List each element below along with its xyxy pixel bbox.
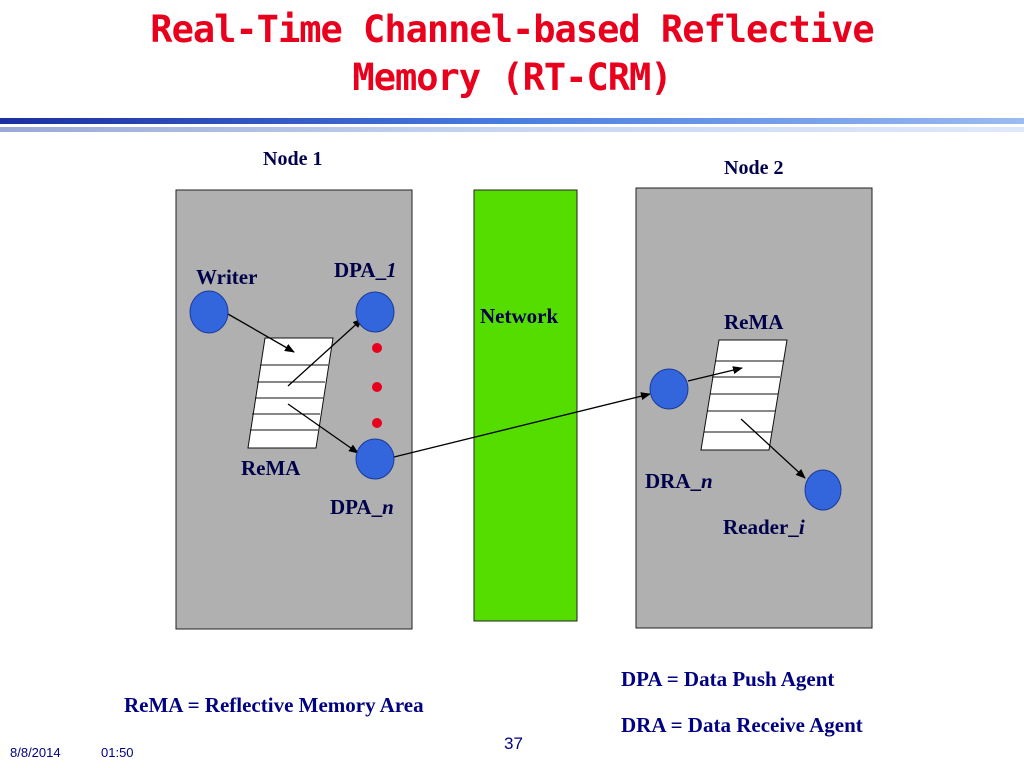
arrow-rema-to-reader xyxy=(740,418,806,479)
dran-circle xyxy=(649,368,689,410)
reader-label: Reader_i xyxy=(723,515,805,540)
dpan-circle xyxy=(355,438,395,480)
slide-title: Real-Time Channel-based Reflective Memor… xyxy=(0,6,1024,102)
arrow-writer-to-rema xyxy=(227,313,295,353)
node1-label: Node 1 xyxy=(263,148,323,170)
writer-circle xyxy=(189,290,229,334)
title-rule-bottom xyxy=(0,127,1024,132)
reader-circle xyxy=(804,469,842,511)
footer-time: 01:50 xyxy=(101,745,134,760)
slide-title-line1: Real-Time Channel-based Reflective xyxy=(150,8,874,51)
dran-label-index: n xyxy=(701,469,713,493)
reader-label-prefix: Reader_ xyxy=(723,515,799,539)
node1-rema-label: ReMA xyxy=(241,456,301,480)
reader-label-index: i xyxy=(798,515,805,539)
dpan-label-index: n xyxy=(382,495,394,519)
dpan-label-prefix: DPA_ xyxy=(330,495,383,519)
arrow-dran-to-rema xyxy=(687,366,743,382)
legend-dpa: DPA = Data Push Agent xyxy=(621,667,835,691)
ellipsis-dot-1 xyxy=(372,343,382,353)
ellipsis-dot-2 xyxy=(372,382,382,392)
node2-rema-buffer xyxy=(700,339,788,451)
network-box xyxy=(473,189,578,622)
page-number: 37 xyxy=(504,734,523,753)
dpa1-label-prefix: DPA_ xyxy=(334,258,387,282)
arrow-rema-to-dpan xyxy=(287,403,359,454)
legend-rema: ReMA = Reflective Memory Area xyxy=(124,693,424,717)
node2-rema-label: ReMA xyxy=(724,310,784,334)
footer-date: 8/8/2014 xyxy=(10,745,61,760)
ellipsis-dot-3 xyxy=(372,418,382,428)
slide-title-line2: Memory (RT-CRM) xyxy=(352,56,672,99)
title-rule-top xyxy=(0,118,1024,124)
arrow-rema-to-dpa1 xyxy=(287,318,363,387)
dran-label-prefix: DRA_ xyxy=(645,469,701,493)
dran-label: DRA_n xyxy=(645,469,713,494)
dpa1-label: DPA_1 xyxy=(334,258,397,283)
dpan-label: DPA_n xyxy=(330,495,394,520)
legend-dra: DRA = Data Receive Agent xyxy=(621,713,863,737)
dpa1-circle xyxy=(355,291,395,333)
writer-label: Writer xyxy=(196,265,258,289)
network-label: Network xyxy=(480,304,559,328)
arrow-dpan-to-dran xyxy=(393,392,651,458)
dpa1-label-index: 1 xyxy=(386,258,397,282)
node2-label: Node 2 xyxy=(724,157,784,179)
